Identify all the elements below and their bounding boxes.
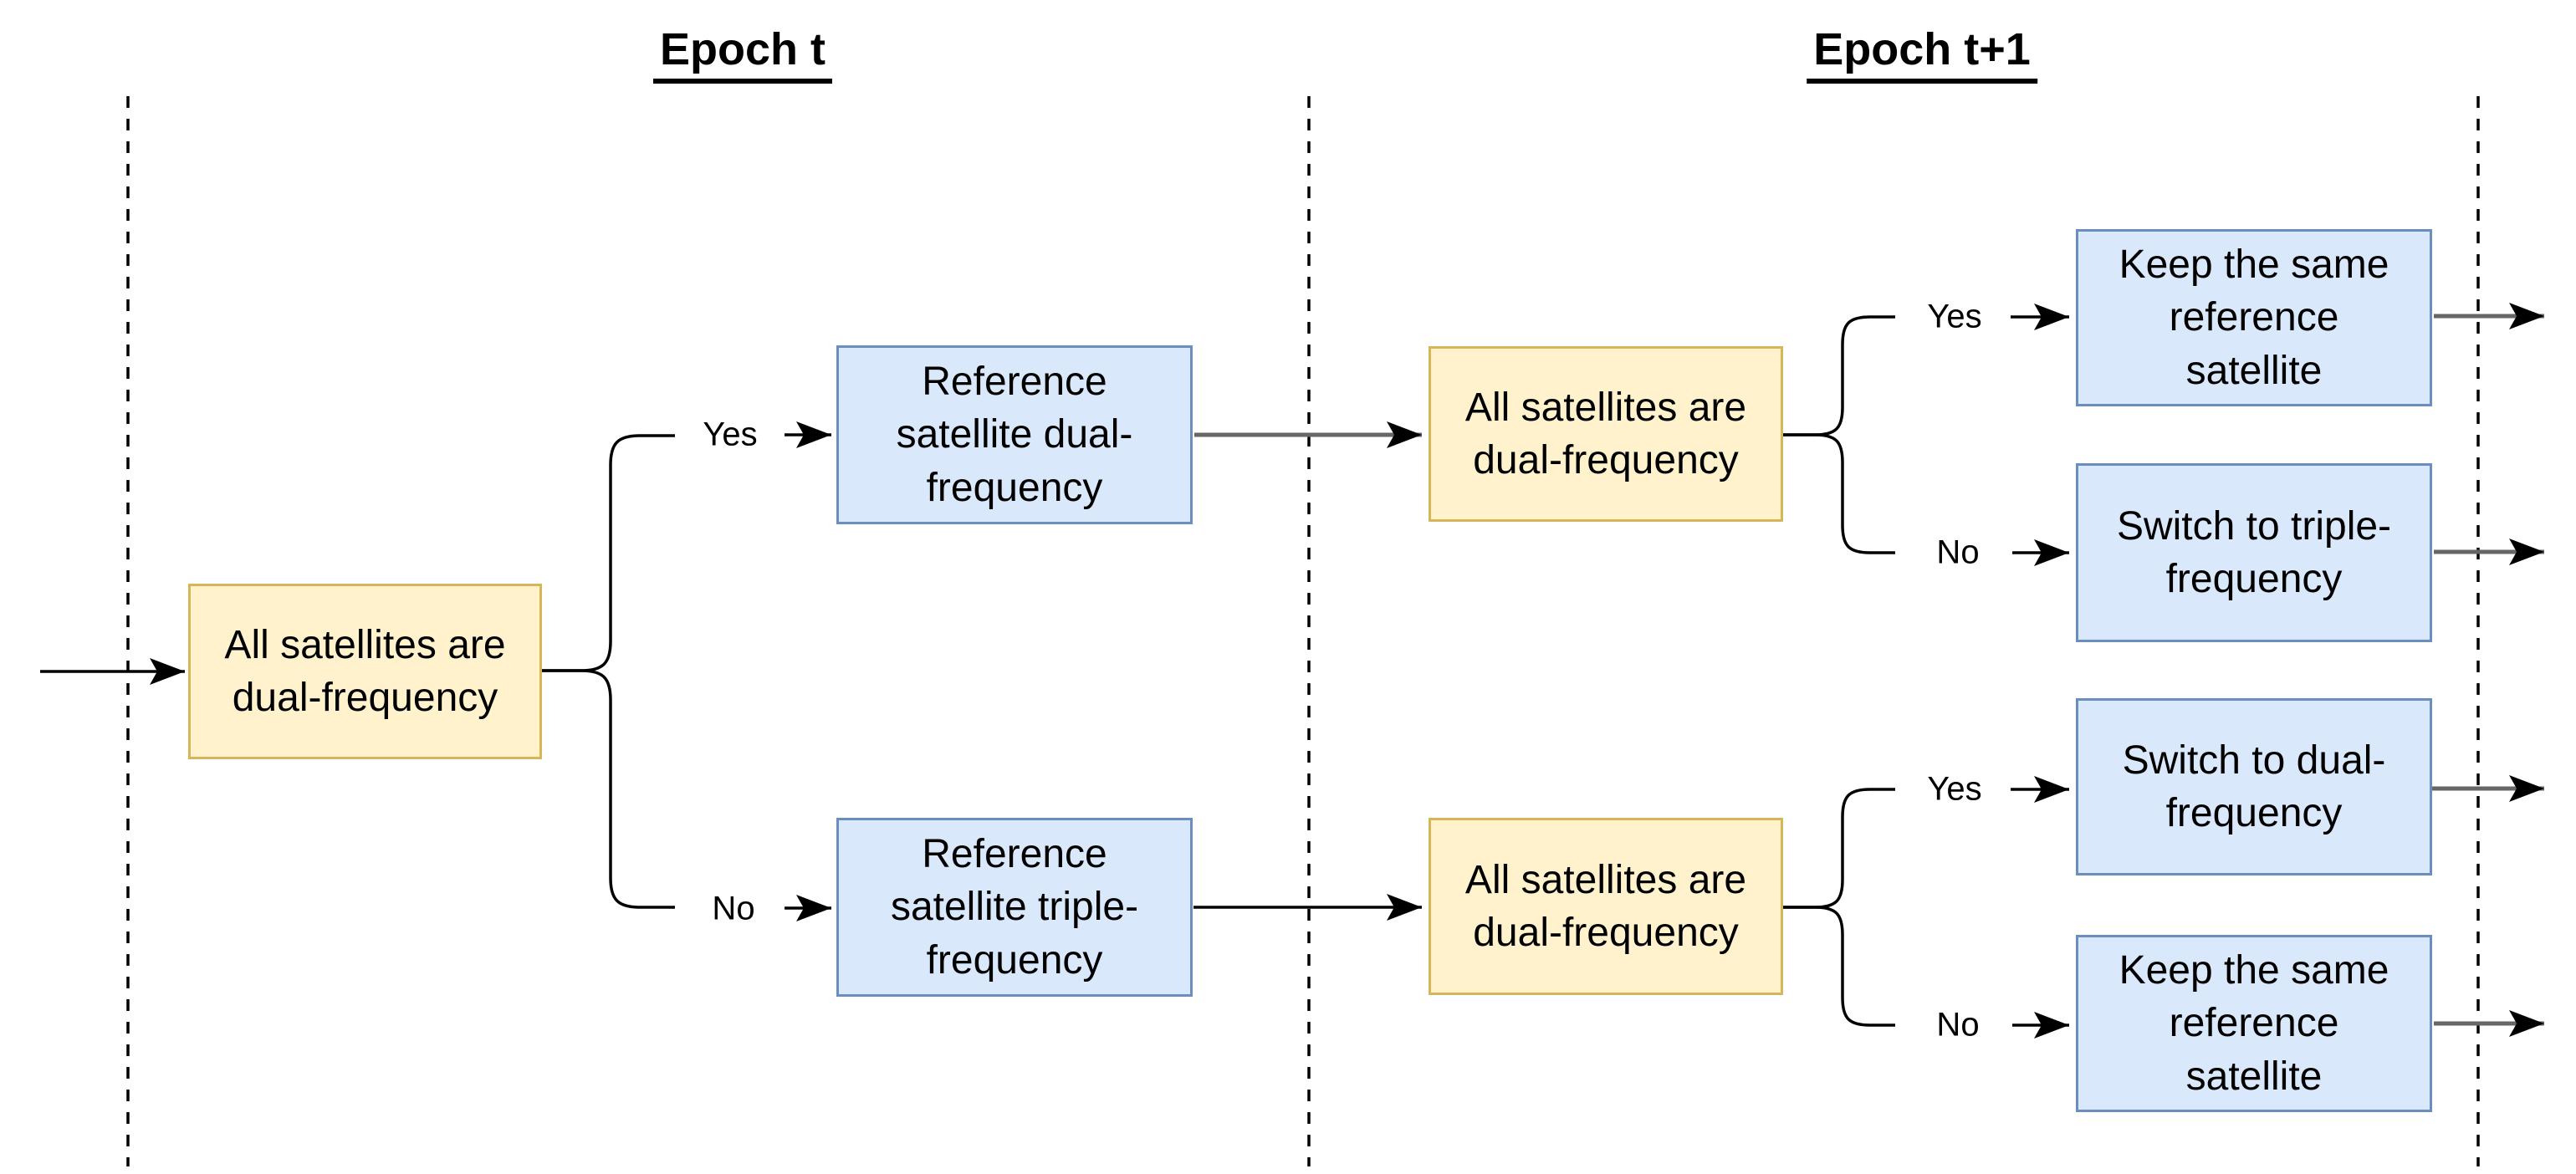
node-text-line: Keep the same [2119, 242, 2389, 287]
node-text-line: All satellites are [1464, 857, 1747, 902]
node-text-line: frequency [2165, 791, 2343, 835]
node-switch-to-dual: Switch to dual- frequency [2076, 698, 2432, 875]
node-text-line: Switch to triple- [2116, 503, 2392, 549]
node-keep-same-reference-top: Keep the same reference satellite [2076, 229, 2432, 406]
epoch-t-title-text: Epoch t [653, 23, 832, 84]
node-text-line: Switch to dual- [2122, 738, 2386, 783]
node-text-line: frequency [926, 937, 1103, 983]
node-text-line: dual-frequency [1473, 911, 1739, 955]
node-text-line: satellite triple- [890, 885, 1139, 930]
edge-label-no-3: No [1931, 1004, 1985, 1046]
edge-split1-yes [542, 434, 675, 672]
edge-split2-no [1783, 433, 1895, 554]
edge-label-yes-2: Yes [1922, 296, 1987, 338]
epoch-t-title: Epoch t [653, 23, 832, 84]
node-text-line: dual-frequency [232, 676, 498, 720]
node-text-line: reference [2169, 295, 2339, 340]
node-text-line: dual-frequency [1473, 438, 1739, 482]
node-text-line: All satellites are [224, 622, 506, 667]
edge-split3-yes [1783, 788, 1895, 909]
node-check-after-dual: All satellites are dual-frequency [1429, 346, 1783, 522]
node-text-line: frequency [2165, 557, 2343, 601]
edge-label-no-1: No [707, 888, 760, 930]
node-text-line: satellite dual- [896, 412, 1133, 457]
node-check-after-triple: All satellites are dual-frequency [1429, 818, 1783, 995]
node-text-line: satellite [2185, 348, 2323, 393]
node-text-line: All satellites are [1464, 385, 1747, 430]
edge-label-yes-3: Yes [1922, 768, 1987, 810]
edge-split1-no [542, 669, 675, 909]
epoch-t-plus-1-title: Epoch t+1 [1807, 23, 2037, 84]
node-text-line: reference [2169, 1001, 2339, 1046]
node-switch-to-triple: Switch to triple- frequency [2076, 463, 2432, 642]
edge-split2-yes [1783, 315, 1895, 436]
node-text-line: Reference [922, 359, 1107, 404]
node-text-line: frequency [926, 465, 1103, 510]
epoch-t-plus-1-title-text: Epoch t+1 [1807, 23, 2037, 84]
node-text-line: satellite [2185, 1054, 2323, 1099]
edge-label-no-2: No [1931, 532, 1985, 574]
edge-label-yes-1: Yes [698, 414, 763, 456]
node-text-line: Keep the same [2119, 947, 2389, 993]
edge-split3-no [1783, 906, 1895, 1027]
node-text-line: Reference [922, 831, 1107, 876]
node-start-check: All satellites are dual-frequency [188, 584, 542, 759]
node-keep-same-reference-bottom: Keep the same reference satellite [2076, 935, 2432, 1112]
node-reference-satellite-dual: Reference satellite dual- frequency [836, 345, 1193, 524]
node-reference-satellite-triple: Reference satellite triple- frequency [836, 818, 1193, 997]
